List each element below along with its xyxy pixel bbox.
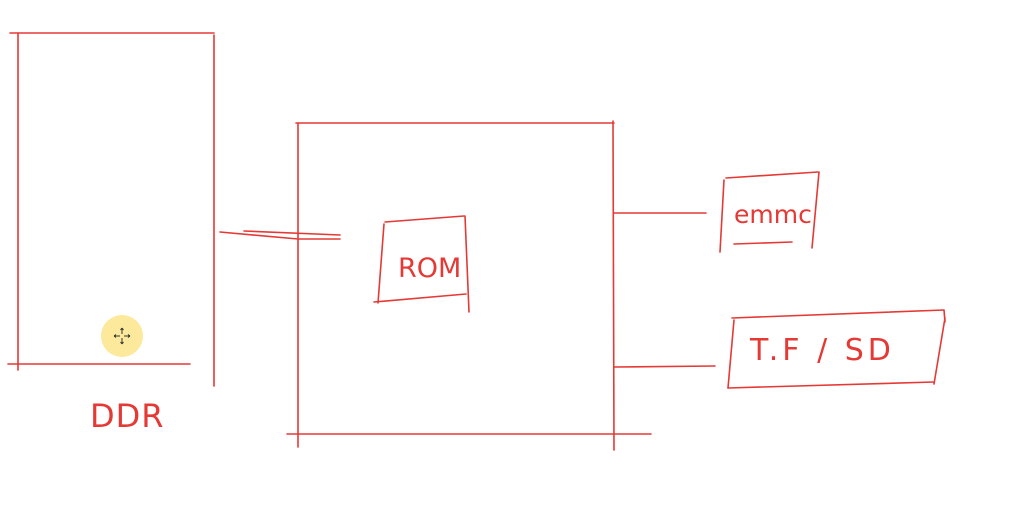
- rom-box-top-edge: [384, 215, 465, 223]
- edge-ddr-soc: [219, 230, 341, 240]
- edge-ddr-soc-stroke: [243, 230, 341, 236]
- edge-soc-tfsd: [613, 365, 716, 368]
- tfsd-label: T.F / SD: [750, 333, 895, 368]
- emmc-label: emmc: [734, 200, 812, 229]
- move-crosshair-icon: [113, 327, 131, 345]
- rom-box: [373, 215, 470, 313]
- emmc-box-right-edge: [811, 171, 820, 249]
- emmc-box: [719, 171, 820, 253]
- tfsd-box: [727, 309, 946, 389]
- rom-box-left-edge: [377, 223, 385, 304]
- emmc-box-top-edge: [725, 171, 819, 179]
- tfsd-box-left-edge: [727, 319, 735, 389]
- tfsd-box-bottom-edge: [727, 381, 935, 389]
- rom-label: ROM: [398, 253, 462, 284]
- rom-box-right-edge: [464, 215, 470, 313]
- rom-box-bottom-edge: [373, 293, 467, 303]
- soc-block-right-edge: [612, 120, 615, 451]
- ddr-label: DDR: [90, 397, 165, 435]
- soc-block: [286, 120, 652, 451]
- tfsd-box-right-edge: [933, 317, 946, 385]
- ddr-block: [7, 32, 215, 387]
- pointer-highlight: [101, 315, 143, 357]
- emmc-box-bottom-edge: [733, 241, 793, 245]
- emmc-box-left-edge: [719, 179, 725, 253]
- tfsd-box-top-edge: [731, 309, 946, 323]
